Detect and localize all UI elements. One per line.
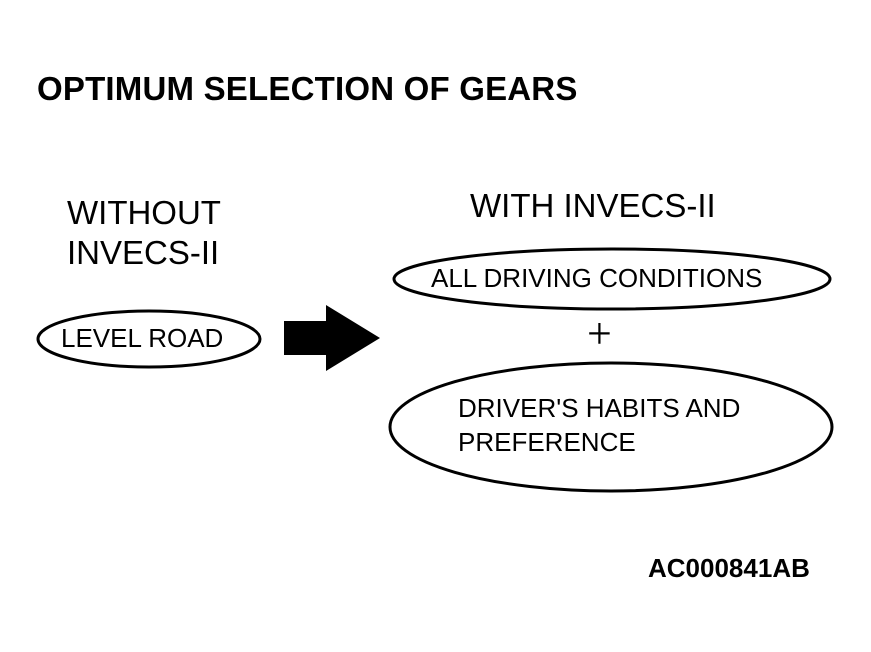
level-road-text: LEVEL ROAD bbox=[61, 323, 224, 353]
without-invecs-label: WITHOUT INVECS-II bbox=[67, 193, 221, 273]
drivers-habits-text: DRIVER'S HABITS AND PREFERENCE bbox=[458, 391, 740, 459]
all-driving-conditions-text: ALL DRIVING CONDITIONS bbox=[431, 263, 763, 293]
right-arrow-icon bbox=[284, 305, 380, 371]
diagram-title: OPTIMUM SELECTION OF GEARS bbox=[37, 70, 578, 107]
with-invecs-label: WITH INVECS-II bbox=[470, 187, 716, 224]
figure-code: AC000841AB bbox=[648, 553, 810, 583]
drivers-habits-line1: DRIVER'S HABITS AND bbox=[458, 393, 741, 423]
drivers-habits-ellipse bbox=[388, 361, 834, 493]
drivers-habits-line2: PREFERENCE bbox=[458, 427, 636, 457]
all-driving-conditions-ellipse bbox=[392, 247, 832, 311]
without-label-line2: INVECS-II bbox=[67, 234, 220, 271]
without-label-line1: WITHOUT bbox=[67, 194, 221, 231]
plus-sign: + bbox=[587, 309, 612, 358]
level-road-ellipse bbox=[36, 309, 262, 369]
